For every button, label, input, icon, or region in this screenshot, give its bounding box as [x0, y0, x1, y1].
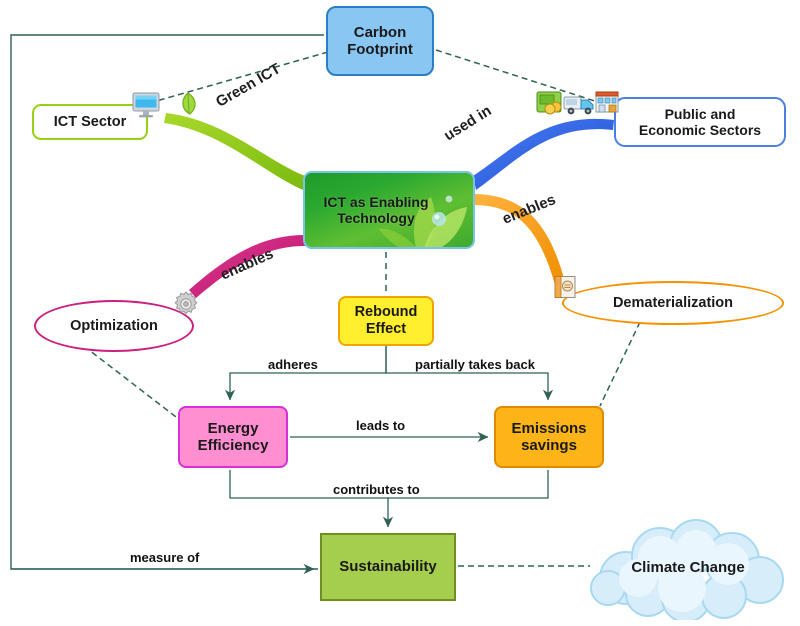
node-emissions-savings[interactable]: Emissions savings — [494, 406, 604, 468]
node-dematerialization[interactable]: Dematerialization — [562, 281, 784, 325]
edge-label-measure-of: measure of — [127, 550, 203, 565]
optimization-label: Optimization — [70, 317, 158, 334]
sustainability-label: Sustainability — [339, 558, 437, 576]
edge-rebound-to-energy — [224, 346, 387, 401]
carbon-footprint-line2: Footprint — [347, 41, 413, 58]
node-sustainability[interactable]: Sustainability — [320, 533, 456, 601]
carbon-footprint-line1: Carbon — [353, 23, 407, 41]
public-sectors-line1: Public and — [664, 105, 736, 122]
edge-energy-to-sustainability — [229, 470, 394, 528]
edge-label-adheres: adheres — [265, 357, 321, 372]
leaf-icon — [182, 92, 196, 115]
flow-connectors — [11, 346, 554, 575]
emissions-savings-line2: savings — [521, 437, 577, 454]
leaf-decoration-icon — [379, 195, 467, 247]
central-node-line2: Technology — [337, 210, 415, 226]
node-public-economic-sectors[interactable]: Public and Economic Sectors — [614, 97, 786, 147]
document-icon — [554, 276, 576, 298]
node-carbon-footprint[interactable]: Carbon Footprint — [326, 6, 434, 76]
monitor-icon — [132, 92, 160, 118]
dash-optimization-to-energy — [75, 339, 181, 421]
node-climate-change[interactable]: Climate Change — [578, 516, 798, 620]
climate-change-label: Climate Change — [631, 559, 745, 577]
node-ict-sector[interactable]: ICT Sector — [32, 104, 148, 140]
edge-label-partially-takes-back: partially takes back — [412, 357, 538, 372]
rebound-effect-line1: Rebound — [354, 304, 418, 321]
energy-efficiency-line2: Efficiency — [197, 437, 269, 454]
edge-emissions-to-sustainability — [388, 470, 549, 499]
branch-enables-left — [189, 235, 305, 298]
edge-rebound-to-emissions — [385, 346, 554, 401]
public-sectors-line2: Economic Sectors — [638, 122, 762, 138]
dematerialization-label: Dematerialization — [612, 294, 734, 311]
dashed-relations — [75, 49, 641, 567]
node-ict-as-enabling-technology[interactable]: ICT as Enabling Technology — [303, 171, 475, 249]
branch-green-ict — [164, 113, 305, 190]
edge-label-leads-to: leads to — [353, 418, 409, 433]
node-energy-efficiency[interactable]: Energy Efficiency — [178, 406, 288, 468]
dash-demat-to-emissions — [599, 321, 641, 407]
edge-label-contributes-to: contributes to — [330, 482, 423, 497]
node-optimization[interactable]: Optimization — [34, 300, 194, 352]
gear-icon — [174, 291, 198, 315]
emissions-savings-line1: Emissions — [511, 419, 587, 437]
node-rebound-effect[interactable]: Rebound Effect — [338, 296, 434, 346]
central-node-line1: ICT as Enabling — [323, 193, 429, 210]
rebound-effect-line2: Effect — [365, 321, 407, 337]
cloud-shape-icon — [590, 519, 784, 620]
energy-efficiency-line1: Energy — [207, 419, 259, 437]
branch-used-in — [473, 118, 614, 190]
dash-carbon-to-ict-sector — [145, 51, 329, 105]
business-sectors-icon — [536, 91, 619, 115]
ict-sector-label: ICT Sector — [53, 113, 127, 130]
